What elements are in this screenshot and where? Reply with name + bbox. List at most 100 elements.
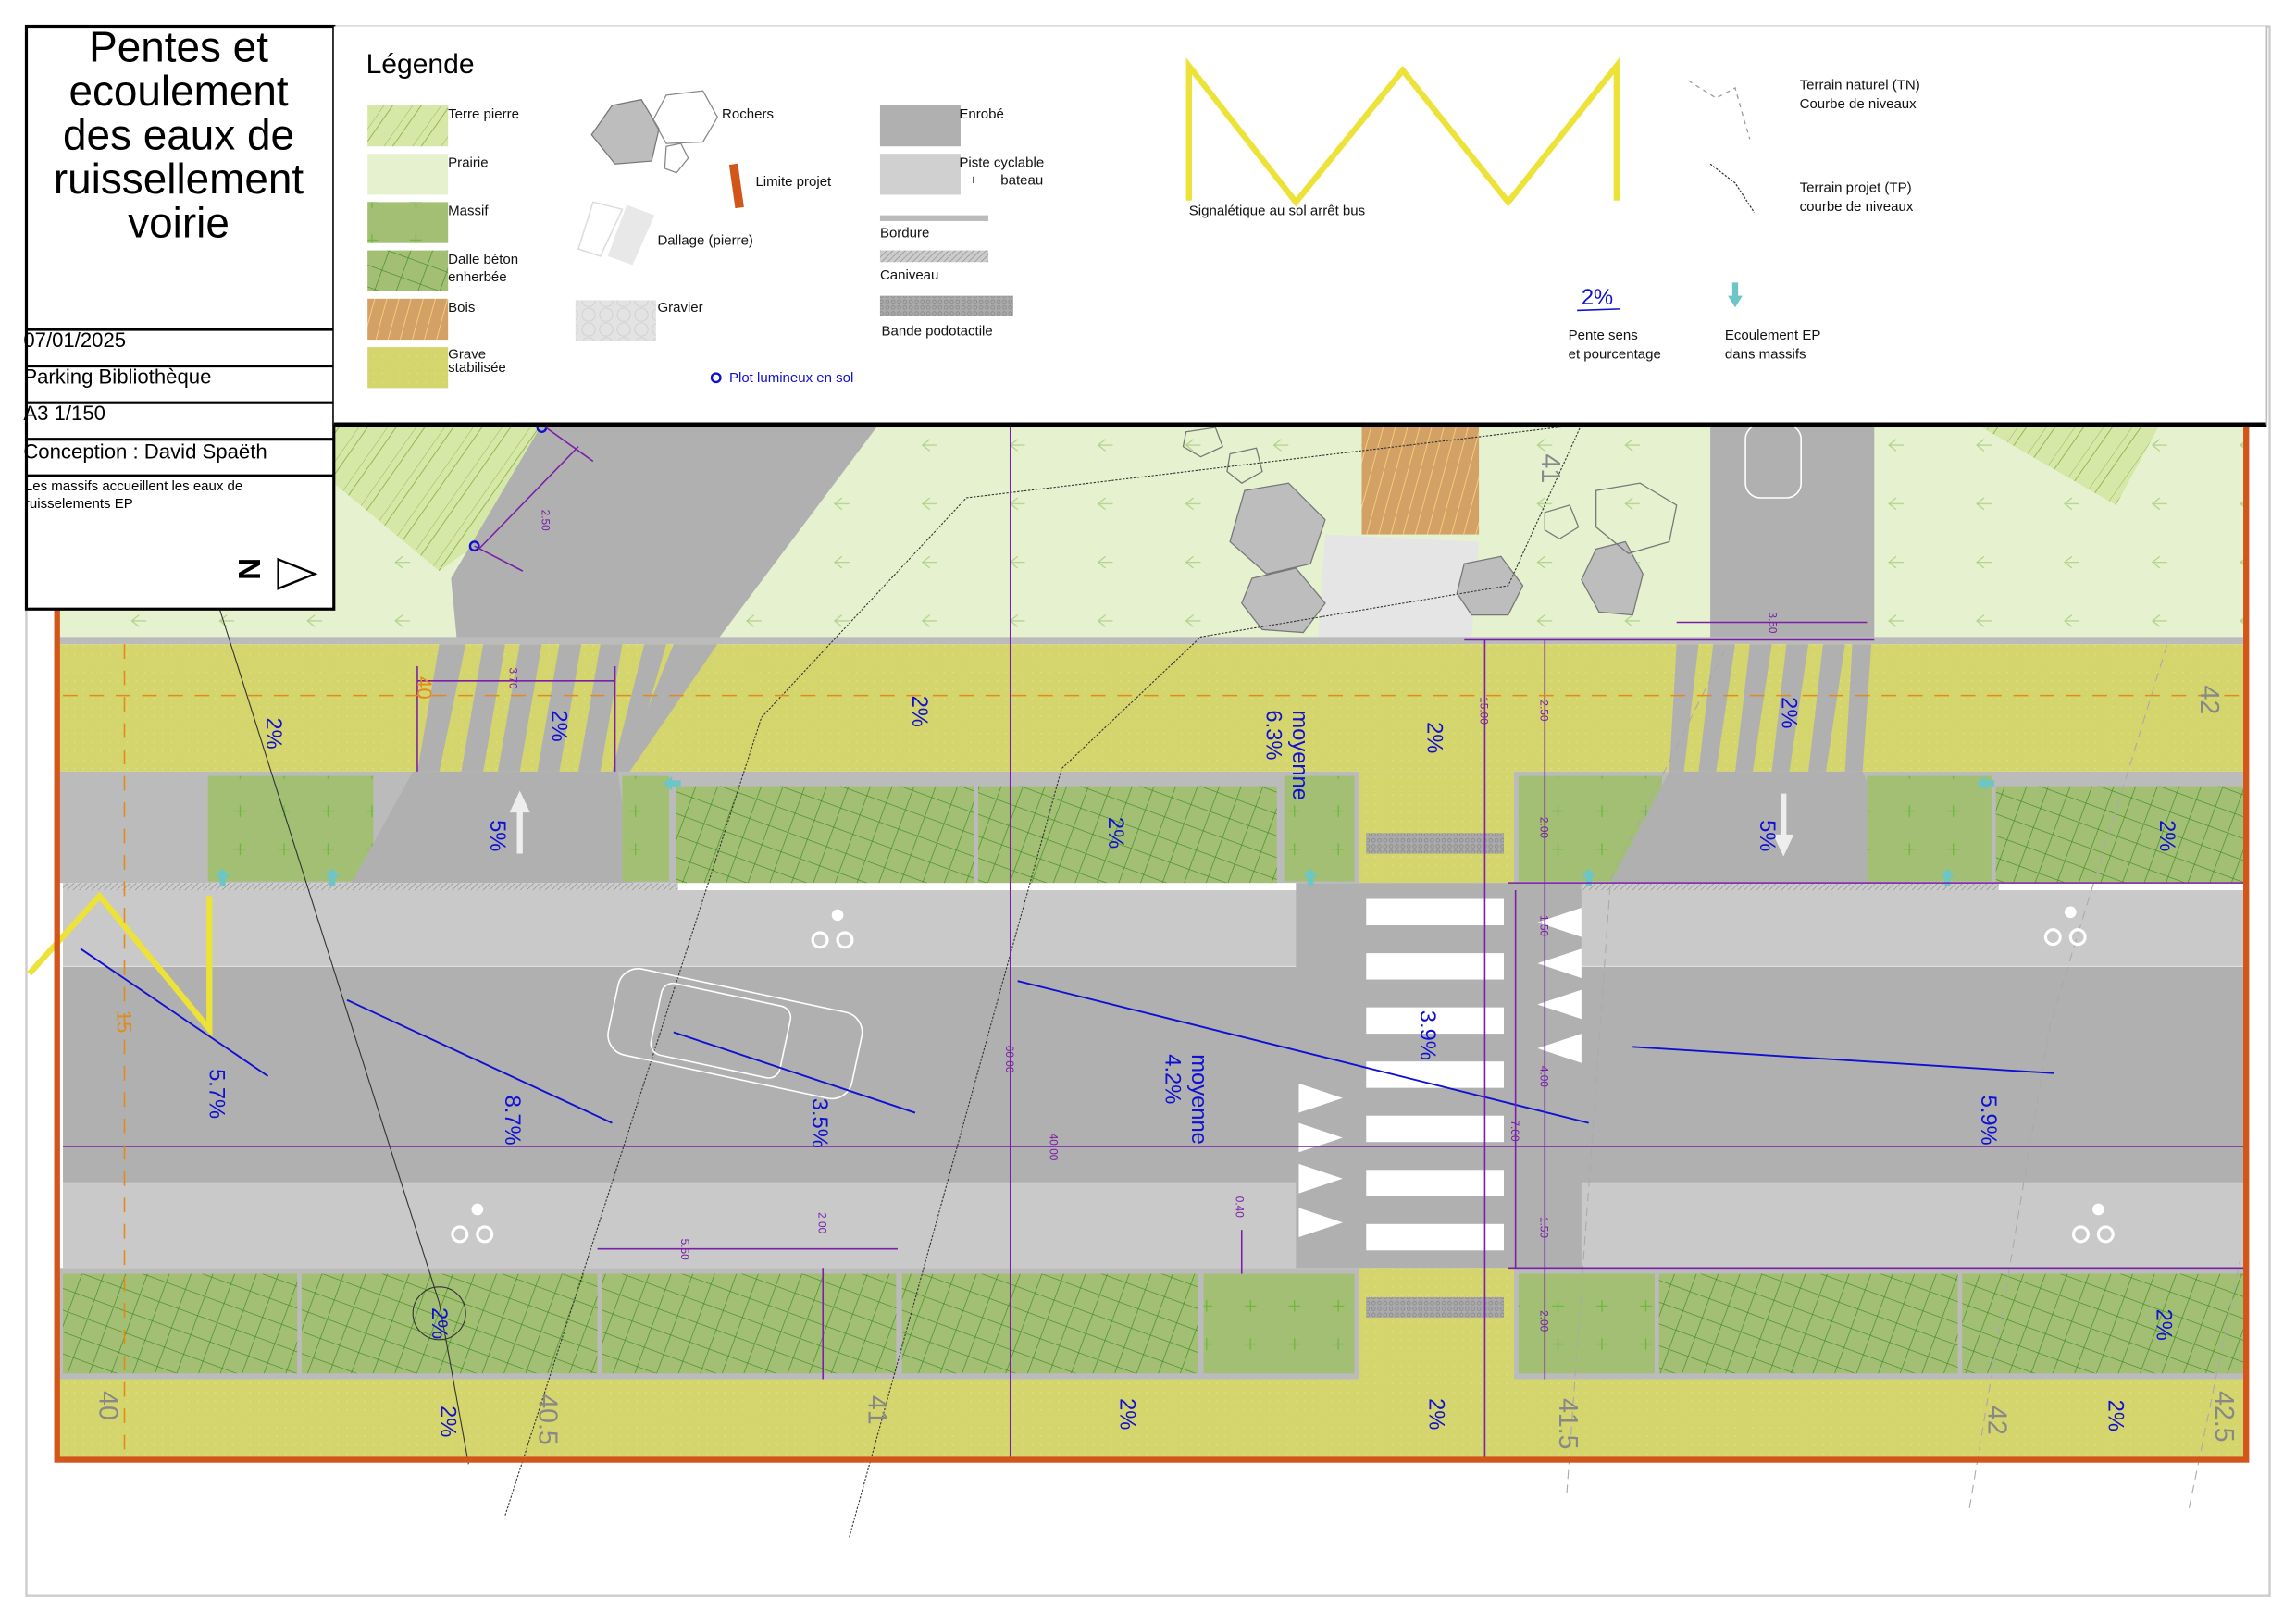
massif-north-1 — [207, 775, 374, 882]
tn-contour-swatch — [1688, 80, 1751, 140]
contour-label: 40.5 — [532, 1394, 562, 1444]
slope-label: 2% — [261, 717, 285, 749]
entrance-road-left — [351, 771, 633, 884]
dimension-label: 7.00 — [1508, 1120, 1521, 1141]
bus-stop-marking — [27, 891, 213, 1038]
dimension-lines — [63, 424, 2248, 1460]
slope-label: 3.5% — [807, 1098, 831, 1148]
dimension-label: 2.50 — [1538, 700, 1551, 721]
slope-label: 5% — [485, 820, 509, 851]
slope-label: 2% — [435, 1406, 459, 1437]
moyenne-value: 4.2% — [1160, 1054, 1184, 1104]
slope-sample: 2% — [1582, 286, 1613, 310]
road-enrobe — [63, 966, 2245, 1183]
legend-label: dans massifs — [1725, 347, 1806, 363]
legend-label: Bois — [448, 300, 475, 316]
north-arrow-icon — [277, 557, 318, 590]
terre-pierre-left — [333, 424, 542, 572]
title-line: des eaux de — [63, 110, 294, 158]
slope-label: 2% — [1422, 722, 1446, 753]
dalle-north-1 — [676, 786, 974, 884]
dalle-south-3 — [602, 1273, 897, 1374]
caniveau-north-right — [1581, 883, 1999, 894]
terre-pierre-right — [1977, 424, 2160, 505]
dimension-label: 2.00 — [815, 1212, 828, 1233]
swatch-terre-pierre — [367, 105, 449, 147]
contour-label: 42 — [2194, 686, 2224, 715]
dalle-north-3 — [1995, 786, 2245, 884]
rochers-icon — [590, 90, 719, 174]
legend-label: Enrobé — [959, 106, 1003, 122]
legend-label: enherbée — [448, 269, 506, 285]
plan: 2% 2% 2% 2% 2% 2% 2% 2% 2% 2% 2% 2% 2% 5… — [27, 421, 2250, 1538]
caniveau-north-left — [63, 883, 678, 894]
legend-label: Bande podotactile — [882, 323, 993, 339]
swatch-massif — [367, 202, 449, 243]
slope-label: 5.9% — [1976, 1096, 2000, 1146]
dimension-label: 60.00 — [1003, 1046, 1016, 1073]
orange-axis-label: 15 — [113, 1010, 136, 1034]
massif-south-2 — [1518, 1273, 1655, 1374]
dimension-label: 2.00 — [1538, 817, 1551, 838]
orange-axis-label: 40 — [413, 676, 436, 700]
drawing-title: Pentes et ecoulement des eaux de ruissel… — [54, 22, 304, 246]
grave-crossing-north — [1359, 771, 1515, 884]
title-line: Pentes et — [89, 22, 268, 70]
direction-arrow-down — [1773, 793, 1794, 857]
slope-label: 2% — [427, 1307, 451, 1339]
plot-lumineux-icon — [710, 372, 722, 384]
legend-label: stabilisée — [448, 360, 506, 376]
note: ruisselements EP — [25, 496, 133, 512]
contour-labels: 41 42 40 40.5 41 41.5 42 42.5 40 15 — [93, 454, 2239, 1450]
massif-south-1 — [1203, 1273, 1355, 1374]
car-outline — [607, 968, 863, 1100]
bike-lane-north — [63, 890, 2245, 967]
massif-north-3 — [1284, 775, 1355, 882]
rochers — [1182, 427, 1678, 634]
crosswalk-stripes — [1366, 898, 1504, 1251]
format-scale: A3 1/150 — [23, 402, 105, 425]
dimension-label: 15.00 — [1478, 697, 1491, 725]
legend-label: Dalle béton — [448, 252, 518, 267]
terrain-contours — [218, 424, 1582, 1538]
tp-contour-swatch — [1709, 163, 1756, 213]
dalle-south-5 — [1658, 1273, 1958, 1374]
slope-label: 5.7% — [204, 1069, 228, 1119]
legend-label: Courbe de niveaux — [1800, 96, 1917, 112]
access-road-left — [451, 424, 879, 640]
north-label: N — [231, 558, 266, 580]
contour-label: 41 — [1535, 454, 1565, 484]
give-way-triangles — [1298, 908, 1582, 1238]
dalle-south-4 — [901, 1273, 1198, 1374]
legend-label: Ecoulement EP — [1725, 328, 1821, 343]
slope-label: 8.7% — [500, 1096, 524, 1146]
dimension-label: 2.50 — [539, 510, 552, 531]
swatch-podotactile — [879, 295, 1013, 316]
contour-label: 41.5 — [1553, 1398, 1582, 1449]
slope-label: 2% — [2103, 1400, 2127, 1431]
slope-label: 2% — [2154, 820, 2178, 851]
swatch-piste — [879, 154, 961, 195]
legend-label: Limite projet — [755, 174, 832, 190]
swatch-bois — [367, 298, 449, 341]
podotactile-south — [1366, 1296, 1504, 1319]
legend-label: Terrain projet (TP) — [1800, 180, 1912, 195]
legend-label: Caniveau — [880, 267, 938, 283]
swatch-caniveau — [879, 250, 989, 263]
bus-stop-marking-swatch — [1185, 57, 1620, 207]
legend-label: Grave — [448, 347, 486, 363]
contour-label: 41 — [862, 1395, 891, 1425]
legend-label: Massif — [448, 204, 489, 219]
legend-label: Terrain naturel (TN) — [1800, 78, 1920, 93]
grave-band-north — [56, 644, 2248, 772]
bike-lane-south — [63, 1183, 2245, 1269]
legend-label: Gravier — [657, 300, 702, 316]
slope-label: 2% — [1114, 1398, 1138, 1430]
plot-lumineux — [468, 540, 480, 552]
swatch-dalle — [367, 250, 449, 291]
slope-arrows — [80, 948, 2054, 1124]
legend-label: Signalétique au sol arrêt bus — [1189, 204, 1365, 219]
entrance-stripes-right — [1669, 644, 1872, 772]
entrance-road-right — [1610, 771, 1911, 884]
legend-label: Piste cyclable — [959, 155, 1044, 170]
